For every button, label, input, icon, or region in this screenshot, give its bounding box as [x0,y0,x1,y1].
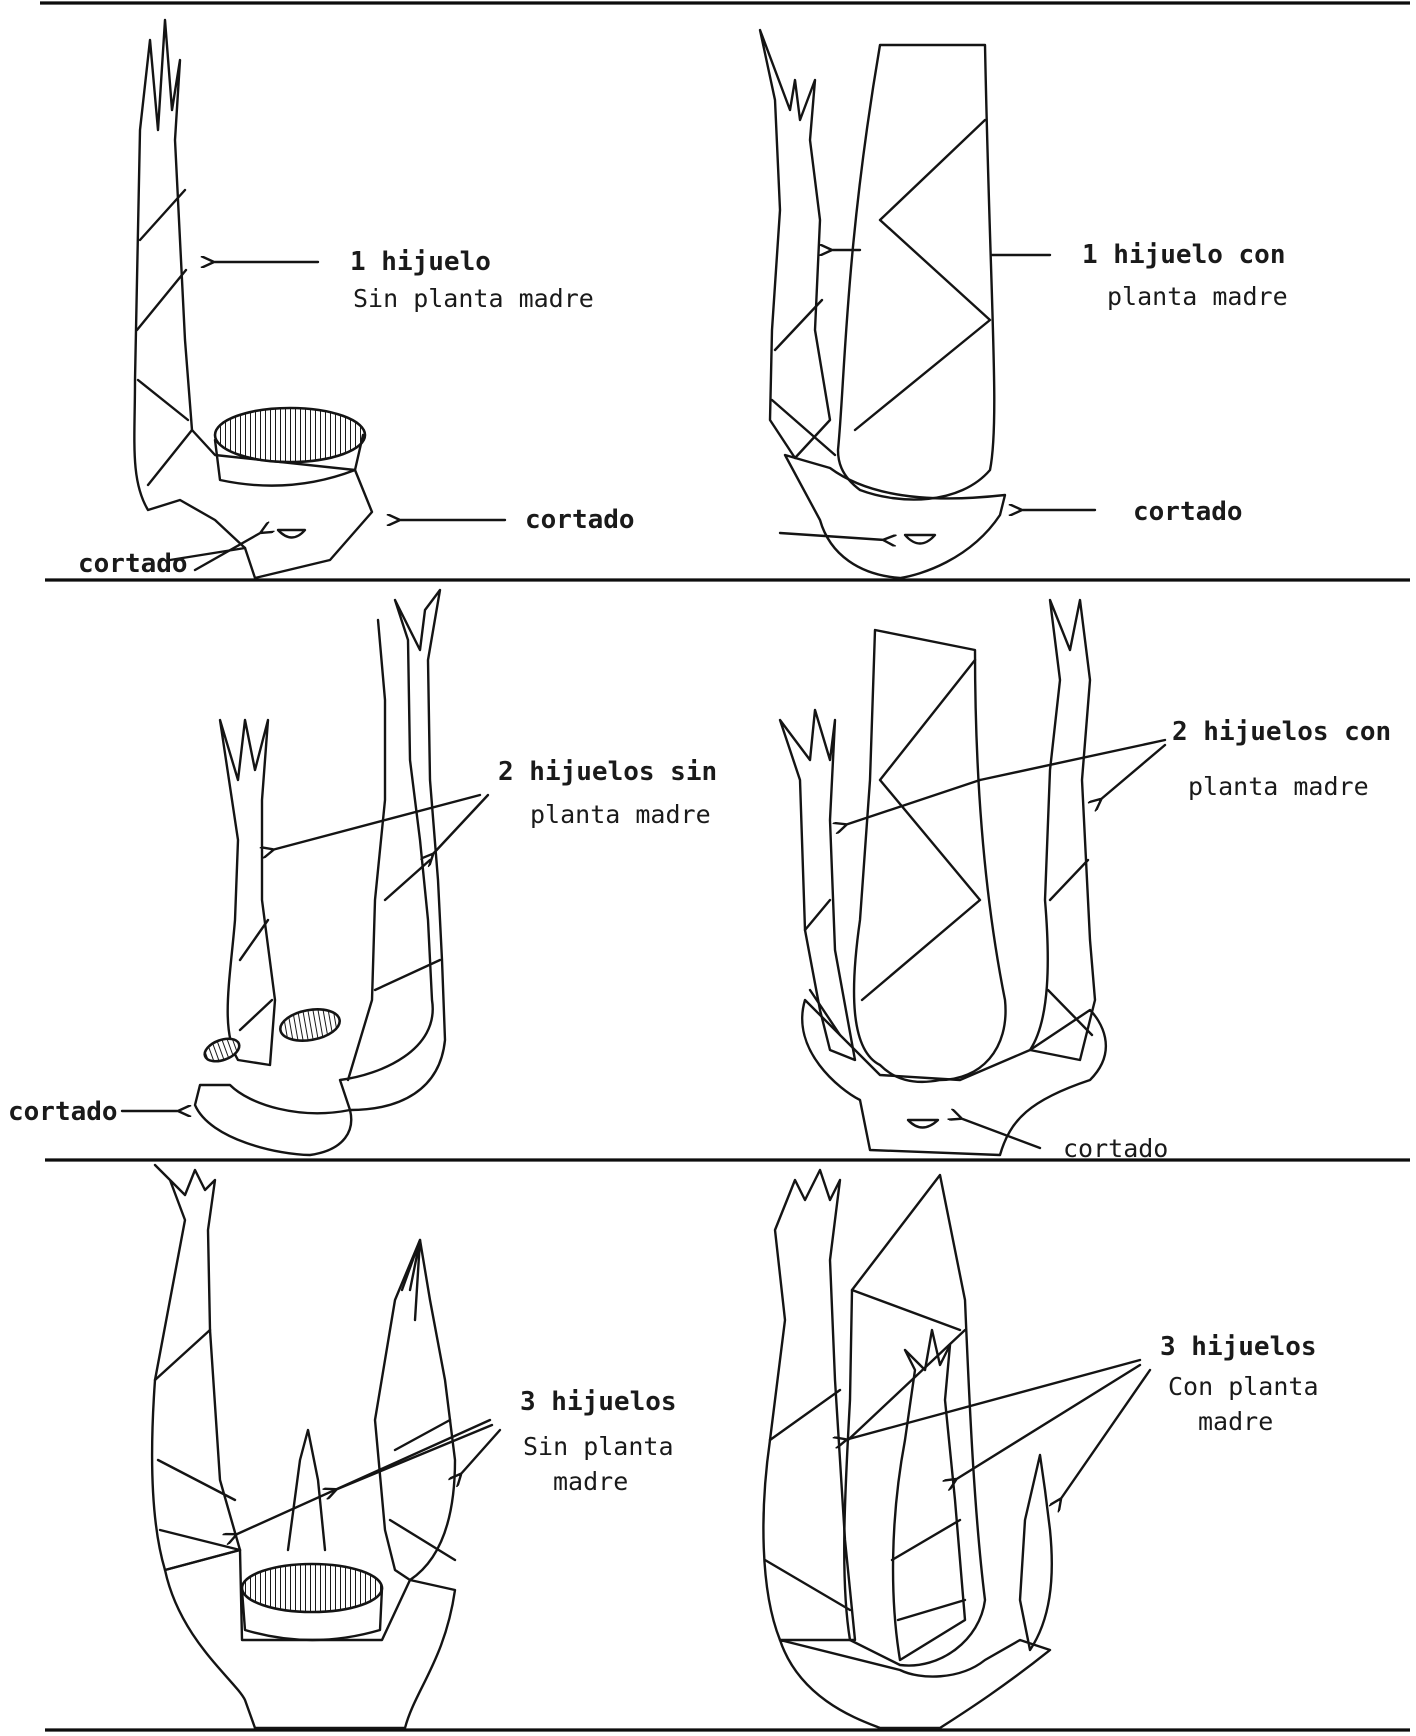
panel-6-line3: madre [1198,1407,1273,1436]
mother-plant [838,45,994,500]
mother-fold-lines [862,660,980,1000]
panel-1-cut-label-left: cortado [78,549,188,579]
panel-5-line2: Sin planta [523,1432,674,1461]
sucker-left [780,710,855,1060]
sucker-left-outline [220,720,275,1065]
cut-scar [905,535,935,544]
arrow-to-cut-left [780,533,885,540]
panel-3-subtitle: planta madre [530,800,711,829]
base [195,1085,351,1155]
arrow-to-right-sucker [1100,745,1165,800]
cut-stump [215,408,365,462]
sucker-right [1020,1455,1052,1650]
arrow-to-right-sucker [432,795,488,855]
sucker-outline [134,20,372,578]
panel-6-title: 3 hijuelos [1160,1332,1317,1362]
panel-1-cut-label: cortado [525,505,635,535]
arrow-to-center-sucker [335,1425,492,1490]
arrow-from-title-1 [980,740,1165,780]
panel-3-two-suckers-without-mother: 2 hijuelos sin planta madre cortado [8,590,717,1155]
cut-stump-large [278,1005,342,1045]
panel-4-title: 2 hijuelos con [1172,717,1391,747]
arrow-to-left-sucker [272,795,480,850]
cut-scar [278,530,305,538]
base [780,1640,1050,1728]
mother-fold-lines [855,120,990,430]
leaf-fold-lines [137,190,245,560]
panel-2-cut-label: cortado [1133,497,1243,527]
panel-4-subtitle: planta madre [1188,772,1369,801]
base [785,455,1005,578]
panel-4-cut-label: cortado [1063,1134,1168,1163]
sucker-right [1030,600,1095,1060]
cut-stump [242,1564,382,1612]
panel-2-subtitle: planta madre [1107,282,1288,311]
cut-scar [908,1120,938,1128]
fold-lines [240,860,440,1030]
sucker-right [375,1240,455,1580]
panel-3-title: 2 hijuelos sin [498,757,717,787]
panel-3-cut-label: cortado [8,1097,118,1127]
sucker-outline [760,30,830,458]
sucker-left [152,1165,240,1570]
sucker-right-outline [340,590,445,1110]
sucker-left [763,1170,855,1640]
panel-2-one-sucker-with-mother: 1 hijuelo con planta madre cortado [760,30,1288,578]
panel-5-line3: madre [553,1467,628,1496]
mother-plant [854,630,1006,1082]
cut-stump-small [202,1034,243,1065]
panel-4-two-suckers-with-mother: 2 hijuelos con planta madre cortado [780,600,1391,1163]
arrow-to-cut [960,1118,1040,1148]
panel-5-three-suckers-without-mother: 3 hijuelos Sin planta madre [152,1165,677,1728]
panel-1-subtitle: Sin planta madre [353,284,594,313]
panel-2-title: 1 hijuelo con [1082,240,1286,270]
sucker-right-inner [348,620,385,1080]
sucker-fold-lines [772,300,835,455]
arrow-to-cut-left [195,532,262,570]
arrow-to-right-sucker [1060,1370,1150,1500]
panel-1-title: 1 hijuelo [350,247,491,277]
sucker-center [288,1430,325,1550]
sucker-right-tip [402,1240,420,1320]
panel-1-one-sucker-without-mother: 1 hijuelo Sin planta madre cortado corta… [78,20,635,579]
panel-6-line2: Con planta [1168,1372,1319,1401]
sucker-fold-lines [805,860,1092,1035]
panel-5-title: 3 hijuelos [520,1387,677,1417]
panel-6-three-suckers-with-mother: 3 hijuelos Con planta madre [763,1170,1318,1728]
